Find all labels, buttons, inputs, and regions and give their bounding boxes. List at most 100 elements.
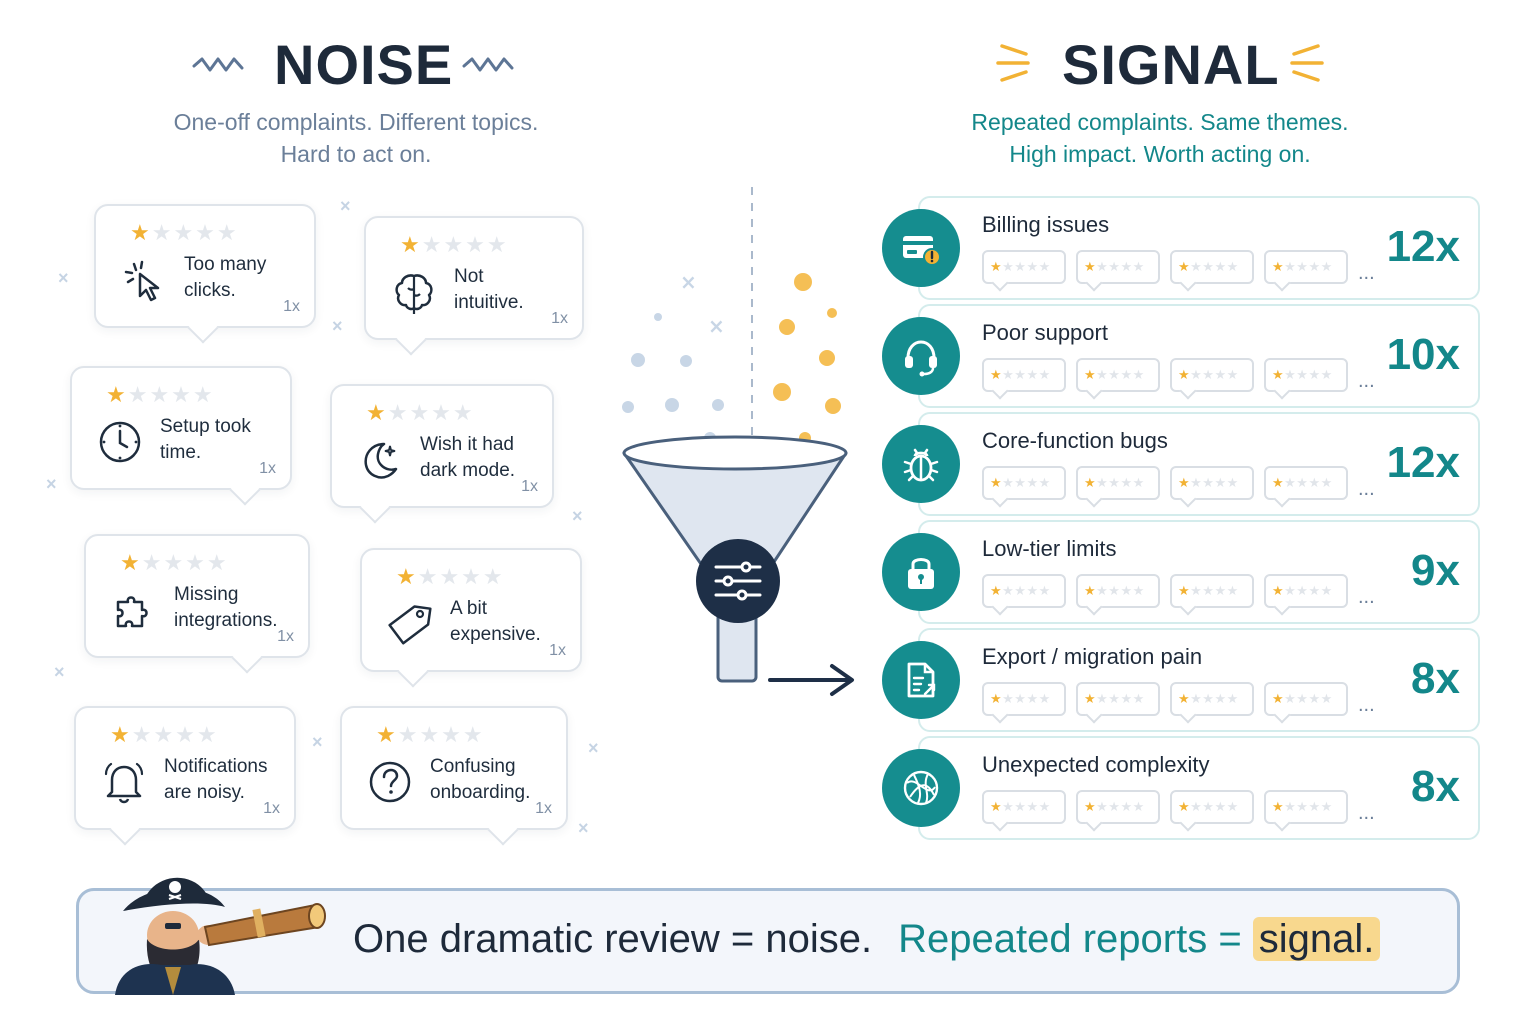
- mini-review: ★★★★★: [1264, 573, 1348, 608]
- star-rating: ★★★★★: [120, 550, 229, 575]
- review-count: 1x: [263, 800, 280, 817]
- review-count: 1x: [283, 298, 300, 315]
- squiggle-right-icon: [462, 57, 514, 72]
- export-file-icon: [882, 641, 960, 719]
- mini-review-group: ★★★★★ ★★★★★ ★★★★★ ★★★★★ ...: [982, 356, 1375, 393]
- star-rating: ★★★★★: [396, 564, 505, 589]
- bug-icon: [882, 425, 960, 503]
- mini-review: ★★★★★: [1076, 357, 1160, 392]
- sparkle-decoration: ×: [572, 506, 583, 526]
- signal-theme-row: Export / migration pain ★★★★★ ★★★★★ ★★★★…: [918, 628, 1480, 732]
- review-text: Not intuitive.: [454, 266, 524, 313]
- theme-count: 10x: [1386, 330, 1460, 379]
- sparkle-decoration: ×: [578, 818, 589, 838]
- signal-title: SIGNAL: [1062, 33, 1280, 96]
- signal-theme-row: Unexpected complexity ★★★★★ ★★★★★ ★★★★★ …: [918, 736, 1480, 840]
- theme-count: 12x: [1386, 438, 1460, 487]
- theme-count: 8x: [1411, 762, 1460, 811]
- mini-review: ★★★★★: [1076, 465, 1160, 500]
- star-rating: ★★★★★: [106, 382, 215, 407]
- star-rating: ★★★★★: [130, 220, 239, 245]
- sparkle-decoration: ×: [58, 268, 69, 288]
- arrow-right-icon: [768, 664, 854, 696]
- noise-title: NOISE: [274, 33, 454, 96]
- funnel-graphic: × ×: [622, 187, 848, 683]
- mini-review-group: ★★★★★ ★★★★★ ★★★★★ ★★★★★ ...: [982, 248, 1375, 285]
- banner-part-repeated: Repeated reports =: [898, 917, 1253, 961]
- review-text: A bit expensive.: [450, 598, 541, 645]
- signal-subtitle-line1: Repeated complaints. Same themes.: [971, 109, 1349, 135]
- theme-count: 9x: [1411, 546, 1460, 595]
- signal-theme-row: Core-function bugs ★★★★★ ★★★★★ ★★★★★ ★★★…: [918, 412, 1480, 516]
- review-count: 1x: [551, 310, 568, 327]
- more-indicator: ...: [1358, 802, 1375, 824]
- pirate-mascot-icon: [115, 877, 326, 995]
- sparkle-decoration: ×: [54, 662, 65, 682]
- more-indicator: ...: [1358, 262, 1375, 284]
- noise-review-card: ★★★★★ Setup took time. 1x: [70, 366, 292, 506]
- sparkle-decoration: ×: [340, 196, 351, 216]
- theme-label: Core-function bugs: [982, 428, 1168, 453]
- mini-review: ★★★★★: [1170, 573, 1254, 608]
- review-count: 1x: [549, 642, 566, 659]
- theme-label: Billing issues: [982, 212, 1110, 237]
- mini-review: ★★★★★: [1264, 789, 1348, 824]
- sparkle-decoration: ×: [332, 316, 343, 336]
- headset-icon: [882, 317, 960, 395]
- banner-part-noise: One dramatic review = noise.: [353, 917, 873, 961]
- sparkle-decoration: ×: [46, 474, 57, 494]
- rays-right-icon: [1290, 44, 1324, 82]
- mini-review: ★★★★★: [1170, 681, 1254, 716]
- sparkle-decoration: ×: [312, 732, 323, 752]
- mini-review: ★★★★★: [982, 249, 1066, 284]
- mini-review: ★★★★★: [982, 465, 1066, 500]
- noise-review-card: ★★★★★ Too many clicks. 1x: [94, 204, 316, 344]
- question-icon: [369, 761, 411, 803]
- signal-subtitle: Repeated complaints. Same themes. High i…: [910, 106, 1410, 170]
- moon-icon: [364, 442, 398, 479]
- star-rating: ★★★★★: [110, 722, 219, 747]
- brain-icon: [395, 274, 433, 314]
- sparkle-decoration: ×: [588, 738, 599, 758]
- more-indicator: ...: [1358, 586, 1375, 608]
- bottom-banner: One dramatic review = noise. Repeated rep…: [76, 877, 1460, 995]
- mini-review: ★★★★★: [1076, 249, 1160, 284]
- svg-text:×: ×: [708, 314, 725, 338]
- review-count: 1x: [259, 460, 276, 477]
- squiggle-left-icon: [192, 57, 244, 72]
- review-count: 1x: [521, 478, 538, 495]
- lock-icon: [882, 533, 960, 611]
- more-indicator: ...: [1358, 370, 1375, 392]
- mini-review: ★★★★★: [1264, 681, 1348, 716]
- more-indicator: ...: [1358, 694, 1375, 716]
- theme-label: Unexpected complexity: [982, 752, 1210, 777]
- star-rating: ★★★★★: [376, 722, 485, 747]
- mini-review-group: ★★★★★ ★★★★★ ★★★★★ ★★★★★ ...: [982, 572, 1375, 609]
- star-rating: ★★★★★: [400, 232, 509, 257]
- mini-review-group: ★★★★★ ★★★★★ ★★★★★ ★★★★★ ...: [982, 788, 1375, 825]
- mini-review: ★★★★★: [1076, 573, 1160, 608]
- noise-review-card: ★★★★★ Notifications are noisy. 1x: [74, 706, 296, 846]
- tangle-icon: [882, 749, 960, 827]
- review-text: Too many clicks.: [184, 254, 267, 301]
- signal-subtitle-line2: High impact. Worth acting on.: [1009, 141, 1311, 167]
- rays-left-icon: [996, 44, 1030, 82]
- price-tag-icon: [388, 605, 432, 645]
- mini-review: ★★★★★: [982, 681, 1066, 716]
- mini-review: ★★★★★: [1076, 681, 1160, 716]
- review-count: 1x: [535, 800, 552, 817]
- review-text: Setup took time.: [160, 416, 251, 463]
- noise-review-card: ★★★★★ Wish it had dark mode. 1x: [330, 384, 554, 524]
- noise-review-card: ★★★★★ Not intuitive. 1x: [364, 216, 584, 356]
- star-rating: ★★★★★: [366, 400, 475, 425]
- mini-review: ★★★★★: [1264, 357, 1348, 392]
- mini-review: ★★★★★: [1170, 465, 1254, 500]
- review-count: 1x: [277, 628, 294, 645]
- review-text: Confusing onboarding.: [430, 756, 531, 803]
- theme-count: 8x: [1411, 654, 1460, 703]
- signal-theme-row: Billing issues ★★★★★ ★★★★★ ★★★★★ ★★★★★ .…: [918, 196, 1480, 300]
- theme-label: Low-tier limits: [982, 536, 1117, 561]
- review-text: Notifications are noisy.: [164, 756, 268, 803]
- mini-review-group: ★★★★★ ★★★★★ ★★★★★ ★★★★★ ...: [982, 680, 1375, 717]
- mini-review: ★★★★★: [982, 573, 1066, 608]
